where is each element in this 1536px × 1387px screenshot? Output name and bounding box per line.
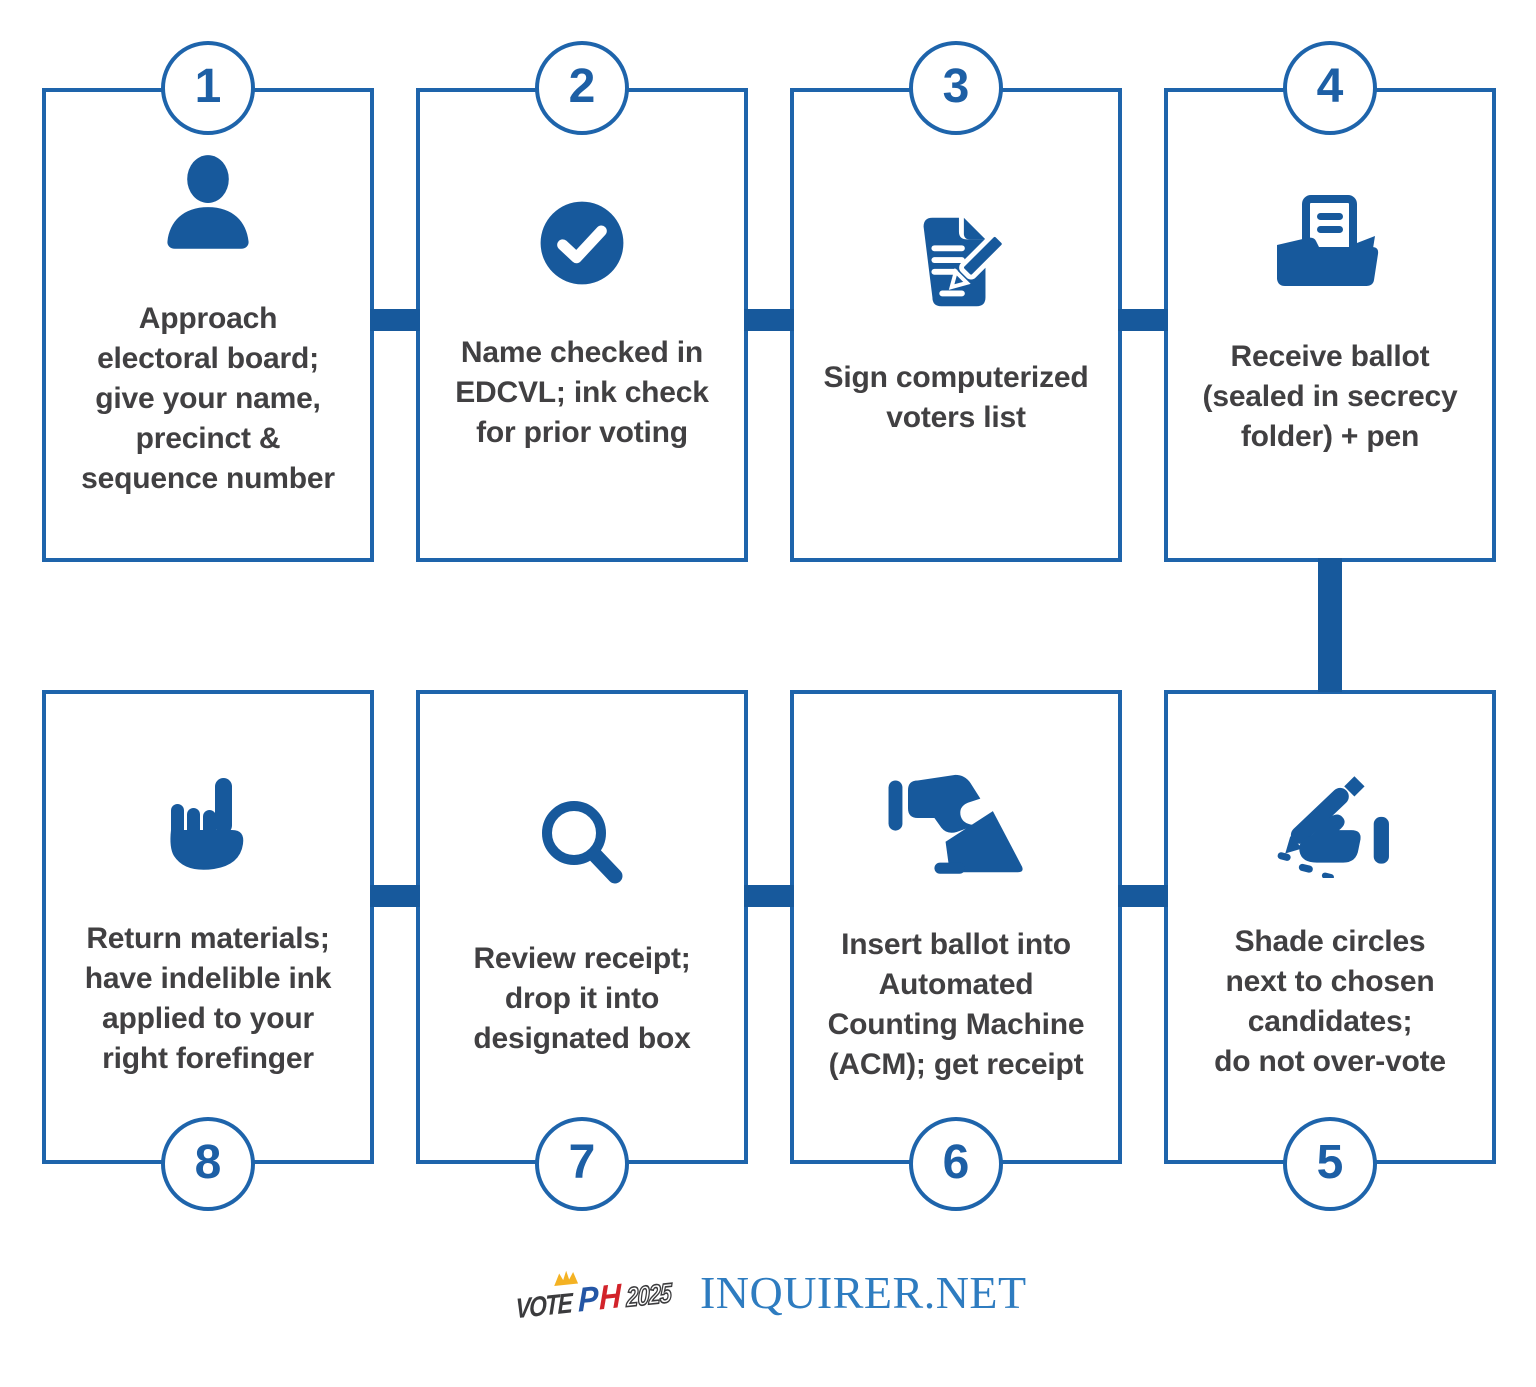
- step-number: 7: [568, 1136, 596, 1189]
- step-card-8: 8 Return materials; have indelible ink a…: [42, 690, 374, 1211]
- step-2-number-badge: 2: [535, 41, 629, 135]
- step-7-number-badge: 7: [535, 1117, 629, 1211]
- step-3-caption: Sign computerized voters list: [823, 361, 1089, 434]
- step-1-caption: Approach electoral board; give your name…: [81, 302, 335, 495]
- step-card-2: 2 Name checked in EDCVL; ink check for p…: [416, 41, 748, 562]
- step-8-caption: Return materials; have indelible ink app…: [84, 922, 332, 1075]
- step-card-7: 7 Review receipt; drop it into designate…: [416, 690, 748, 1211]
- step-card-4: 4 Receive ballot (sealed in secrecy fold…: [1164, 41, 1496, 562]
- step-number: 8: [194, 1136, 222, 1189]
- review-receipt-icon: [532, 795, 632, 895]
- step-card-5: 5 Shade circles next to chosen candidate…: [1164, 690, 1496, 1211]
- step-number: 5: [1316, 1136, 1344, 1189]
- connector-step4-step5: [1318, 558, 1342, 692]
- logo-vote-text: VOTE: [515, 1286, 572, 1324]
- logo-h-text: H: [599, 1276, 620, 1318]
- step-number: 3: [942, 60, 970, 113]
- step-card-6: 6 Insert ballot into Automated Counting …: [790, 690, 1122, 1211]
- step-number: 2: [568, 60, 596, 113]
- step-5-caption: Shade circles next to chosen candidates;…: [1214, 925, 1446, 1078]
- connector-step3-step4: [1118, 309, 1168, 331]
- person-icon: [156, 151, 260, 255]
- step-4-caption: Receive ballot (sealed in secrecy folder…: [1202, 340, 1458, 453]
- check-circle-icon: [536, 197, 628, 289]
- step-3-number-badge: 3: [909, 41, 1003, 135]
- step-6-caption: Insert ballot into Automated Counting Ma…: [827, 928, 1085, 1081]
- step-2-caption: Name checked in EDCVL; ink check for pri…: [455, 336, 709, 449]
- crown-icon: [554, 1269, 580, 1291]
- sign-list-icon: [900, 212, 1012, 314]
- inquirer-net-wordmark: INQUIRER.NET: [699, 1267, 1027, 1318]
- connector-step5-step6: [1118, 885, 1168, 907]
- logo-p-text: P: [578, 1279, 598, 1320]
- step-number: 1: [194, 60, 222, 113]
- step-5-number-badge: 5: [1283, 1117, 1377, 1211]
- step-6-number-badge: 6: [909, 1117, 1003, 1211]
- indelible-ink-icon: [158, 775, 258, 875]
- step-4-number-badge: 4: [1283, 41, 1377, 135]
- step-number: 6: [942, 1136, 970, 1189]
- step-8-number-badge: 8: [161, 1117, 255, 1211]
- shade-circles-icon: [1269, 772, 1391, 878]
- step-card-3: 3 Sign computerized voters list: [790, 41, 1122, 562]
- connector-step2-step3: [744, 309, 794, 331]
- step-7-caption: Review receipt; drop it into designated …: [473, 942, 691, 1055]
- step-card-1: 1 Approach electoral board; give your na…: [42, 41, 374, 562]
- connector-step1-step2: [370, 309, 420, 331]
- ballot-folder-icon: [1272, 193, 1388, 293]
- insert-ballot-icon: [876, 769, 1036, 881]
- step-number: 4: [1316, 60, 1344, 113]
- connector-step7-step8: [370, 885, 420, 907]
- step-1-number-badge: 1: [161, 41, 255, 135]
- logo-year-text: 2025: [627, 1277, 673, 1313]
- connector-step6-step7: [744, 885, 794, 907]
